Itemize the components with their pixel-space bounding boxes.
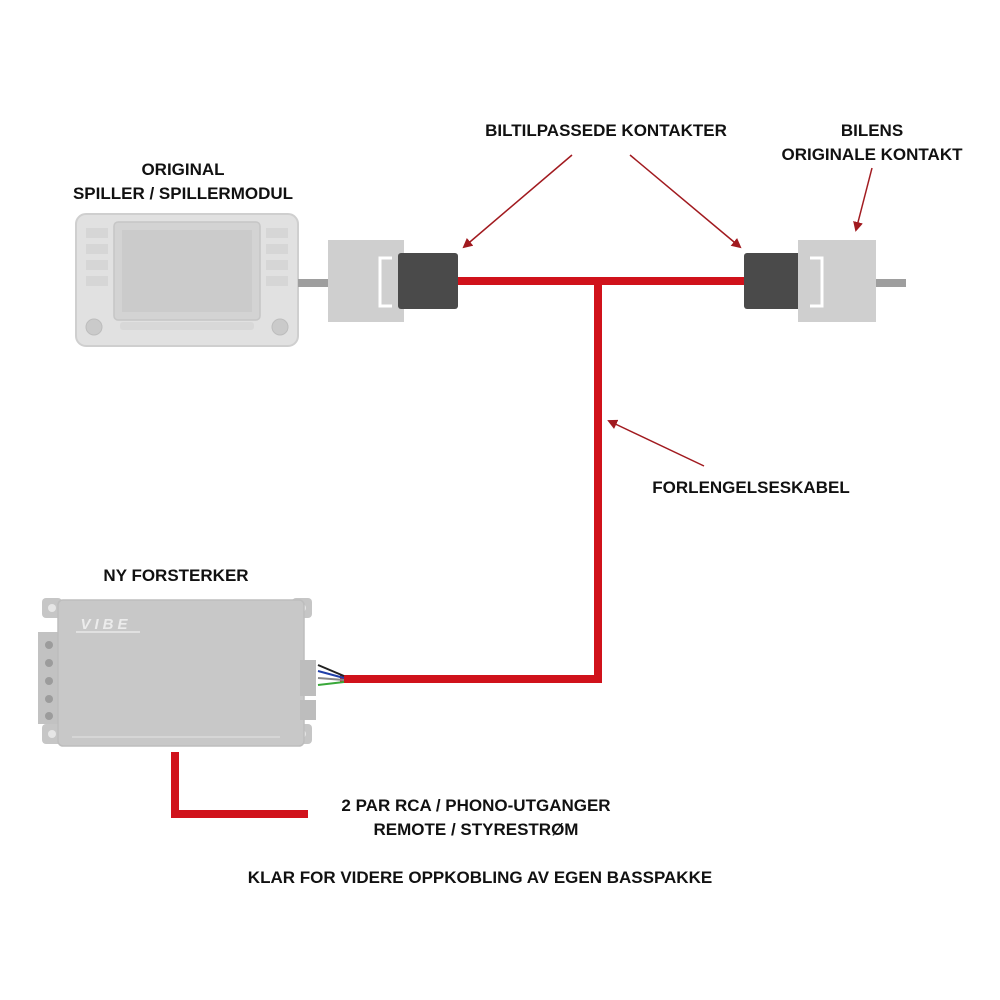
left-adapted-connector: [398, 253, 458, 309]
outputs-label: 2 PAR RCA / PHONO-UTGANGER REMOTE / STYR…: [316, 794, 636, 842]
arrow-to-original-connector: [853, 167, 873, 232]
right-original-connector: [798, 240, 876, 322]
amp-brand-logo: VIBE: [80, 616, 131, 633]
original-player-label-line2: SPILLER / SPILLERMODUL: [72, 184, 294, 203]
outputs-label-line1: 2 PAR RCA / PHONO-UTGANGER: [341, 796, 611, 815]
footer-note: KLAR FOR VIDERE OPPKOBLING AV EGEN BASSP…: [247, 868, 713, 887]
head-unit-wire: [298, 279, 328, 287]
left-original-connector: [328, 240, 404, 322]
car-original-connector-label-line2: ORIGINALE KONTAKT: [781, 145, 963, 164]
car-side-wire: [876, 279, 906, 287]
pointer-arrows: [462, 154, 873, 467]
extension-cable-line: [340, 281, 602, 683]
right-adapted-connector: [744, 253, 804, 309]
original-player-label-line1: ORIGINAL: [141, 160, 225, 179]
extension-cable-label: FORLENGELSESKABEL: [652, 478, 850, 497]
output-cable-line: [171, 752, 308, 818]
original-head-unit: [75, 213, 299, 347]
arrow-to-left-connector: [462, 154, 573, 249]
car-connectors-label: BILTILPASSEDE KONTAKTER: [485, 121, 727, 140]
amp-signal-wires: [317, 664, 345, 686]
new-amplifier-unit: VIBE: [38, 598, 316, 747]
arrow-to-extension-cable: [607, 419, 705, 467]
car-original-connector-label-line1: BILENS: [840, 121, 904, 140]
red-cables: [171, 277, 744, 818]
car-original-connector-label: BILENS ORIGINALE KONTAKT: [762, 119, 982, 167]
outputs-label-line2: REMOTE / STYRESTRØM: [373, 820, 579, 839]
original-player-label: ORIGINAL SPILLER / SPILLERMODUL: [62, 158, 304, 206]
new-amplifier-label: NY FORSTERKER: [103, 566, 249, 585]
arrow-to-right-connector: [629, 154, 742, 249]
